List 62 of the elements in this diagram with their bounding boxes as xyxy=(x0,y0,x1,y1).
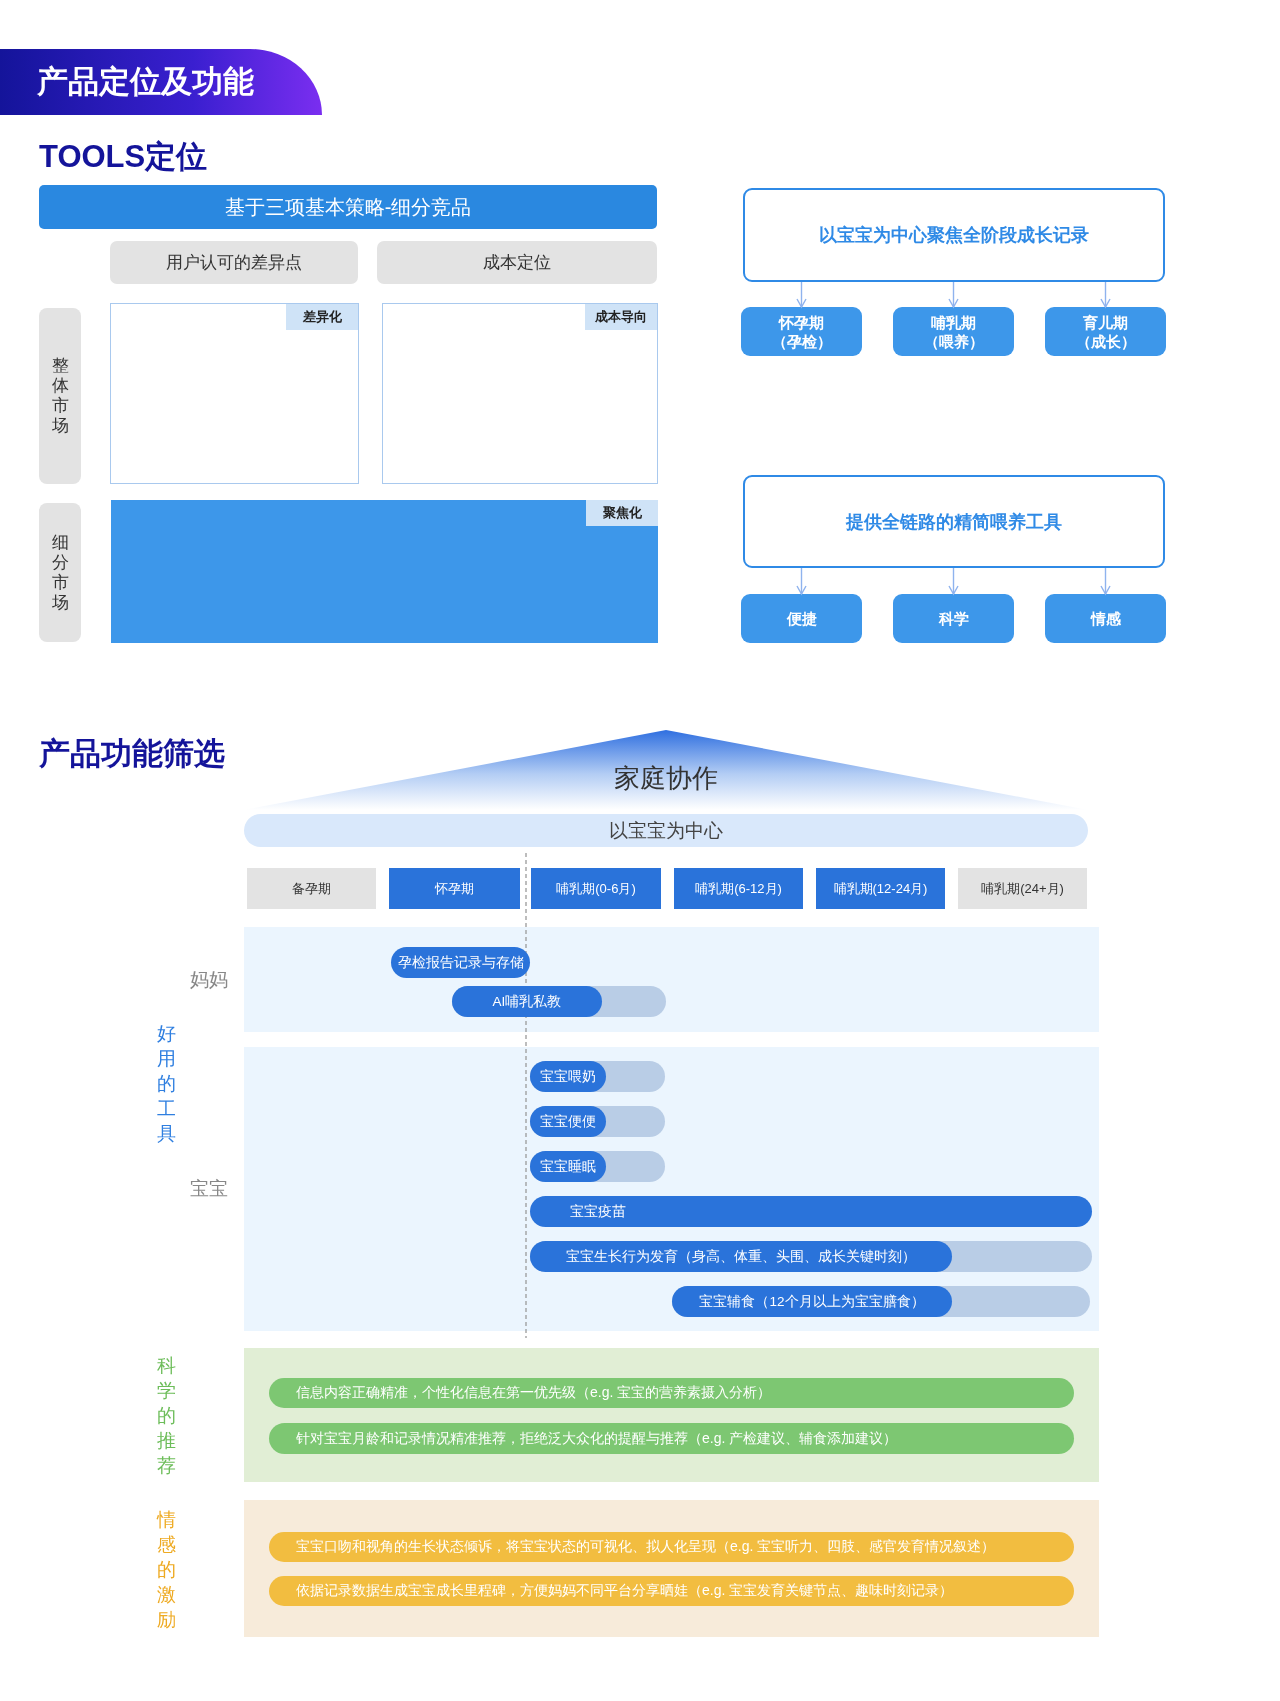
phase-name: 育儿期 xyxy=(1083,312,1128,332)
incentive-bar: 宝宝口吻和视角的生长状态倾诉，将宝宝状态的可视化、拟人化呈现（e.g. 宝宝听力、四肢、感官发育情况叙述） xyxy=(269,1532,1074,1562)
group-label: 好用的工具 xyxy=(156,1022,177,1146)
section-heading: 产品功能筛选 xyxy=(39,735,225,773)
feature-bar: 宝宝疫苗 xyxy=(530,1196,1092,1227)
recommendation-bar: 信息内容正确精准，个性化信息在第一优先级（e.g. 宝宝的营养素摄入分析） xyxy=(269,1378,1074,1408)
feature-bar: 宝宝辅食（12个月以上为宝宝膳食） xyxy=(672,1286,952,1317)
stage-header: 怀孕期 xyxy=(389,868,520,909)
goal-box: 提供全链路的精简喂养工具 xyxy=(743,475,1165,568)
column-header: 用户认可的差异点 xyxy=(110,241,358,284)
incentive-bar: 依据记录数据生成宝宝成长里程碑，方便妈妈不同平台分享晒娃（e.g. 宝宝发育关键节点、趣味时刻记录） xyxy=(269,1576,1074,1606)
lane-label: 妈妈 xyxy=(190,967,228,992)
recommendation-bar: 针对宝宝月龄和记录情况精准推荐，拒绝泛大众化的提醒与推荐（e.g. 产检建议、辅食添加建议） xyxy=(269,1423,1074,1454)
stage-header: 哺乳期(24+月) xyxy=(958,868,1087,909)
phase-box xyxy=(741,594,862,643)
roof-title: 家庭协作 xyxy=(614,762,718,794)
category-panel xyxy=(111,500,658,643)
center-bar: 以宝宝为中心 xyxy=(244,814,1088,847)
arrow xyxy=(796,281,807,308)
arrow xyxy=(796,567,807,595)
phase-note: （孕检） xyxy=(771,331,832,351)
panel-tag: 成本导向 xyxy=(585,304,657,330)
phase-name: 便捷 xyxy=(786,609,817,628)
phase-box xyxy=(1045,594,1166,643)
lane-label: 科学的推荐 xyxy=(156,1353,177,1478)
phase-note: （喂养） xyxy=(923,331,984,351)
stage-header: 备孕期 xyxy=(247,868,376,909)
feature-bar: 宝宝生长行为发育（身高、体重、头围、成长关键时刻） xyxy=(530,1241,952,1272)
panel-tag: 差异化 xyxy=(286,304,358,330)
phase-box xyxy=(741,307,862,356)
phase-box xyxy=(893,594,1014,643)
arrow xyxy=(1100,281,1111,308)
arrow xyxy=(948,281,959,308)
column-header: 成本定位 xyxy=(377,241,657,284)
phase-name: 哺乳期 xyxy=(931,312,976,332)
feature-bar: 宝宝便便 xyxy=(530,1106,606,1137)
lane-label: 情感的激励 xyxy=(156,1507,177,1631)
category-panel xyxy=(110,303,359,484)
phase-name: 科学 xyxy=(938,609,969,628)
stage-header: 哺乳期(6-12月) xyxy=(674,868,803,909)
panel-tag: 聚焦化 xyxy=(586,500,658,526)
row-header: 细分市场 xyxy=(39,503,81,642)
feature-bar: 宝宝睡眠 xyxy=(530,1151,606,1182)
stage-header: 哺乳期(12-24月) xyxy=(816,868,945,909)
feature-bar: 孕检报告记录与存储 xyxy=(391,947,530,978)
phase-name: 情感 xyxy=(1090,609,1121,628)
arrow xyxy=(948,567,959,595)
row-header: 整体市场 xyxy=(39,308,81,484)
phase-box xyxy=(893,307,1014,356)
feature-bar: AI哺乳私教 xyxy=(452,986,602,1017)
phase-name: 怀孕期 xyxy=(779,312,824,332)
arrow xyxy=(1100,567,1111,595)
phase-box xyxy=(1045,307,1166,356)
stage-header: 哺乳期(0-6月) xyxy=(531,868,661,909)
strategy-banner: 基于三项基本策略-细分竞品 xyxy=(39,185,657,229)
lane-label: 宝宝 xyxy=(190,1177,228,1201)
goal-box: 以宝宝为中心聚焦全阶段成长记录 xyxy=(743,188,1165,282)
category-panel xyxy=(382,303,658,484)
feature-bar: 宝宝喂奶 xyxy=(530,1061,606,1092)
page-title: 产品定位及功能 xyxy=(0,49,322,115)
phase-note: （成长） xyxy=(1075,331,1136,351)
section-heading: TOOLS定位 xyxy=(39,138,208,176)
